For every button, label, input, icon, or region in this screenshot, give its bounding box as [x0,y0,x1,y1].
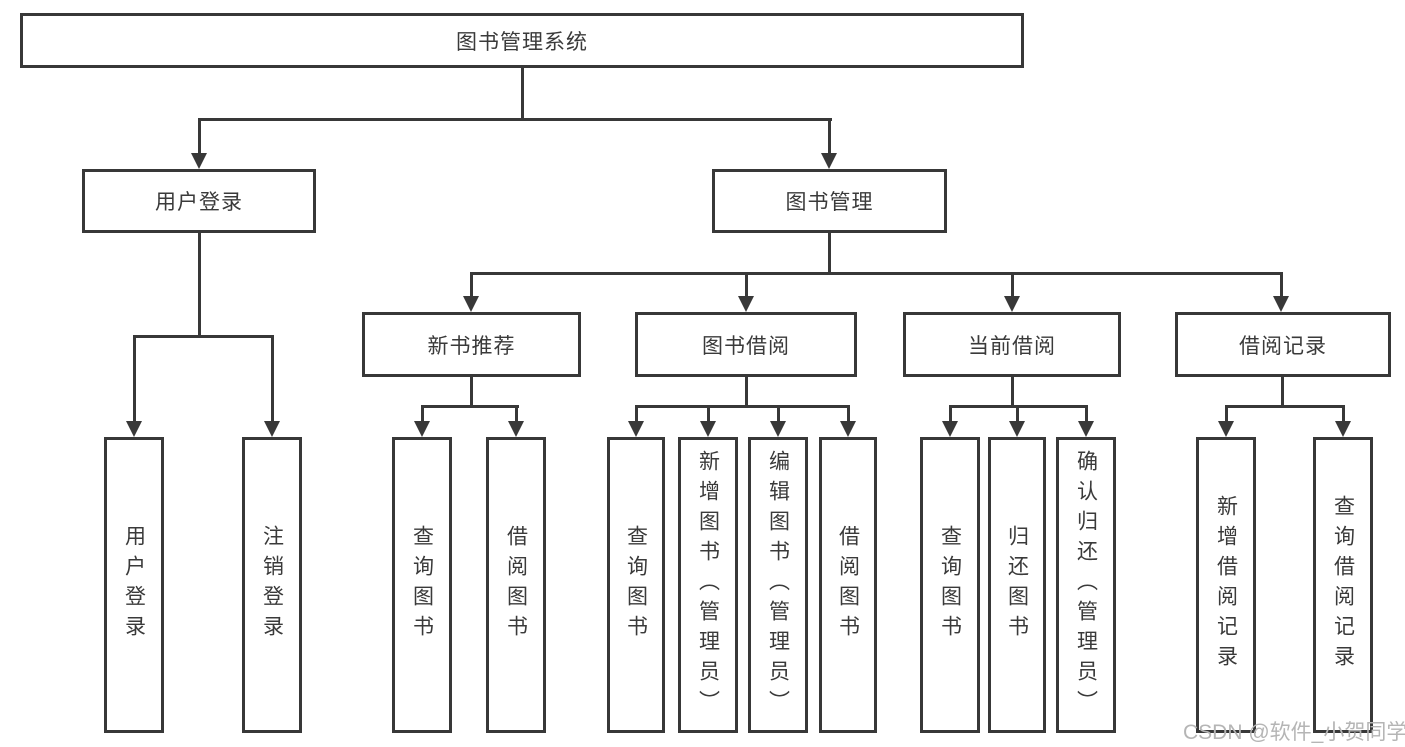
connector-drop-records [1280,272,1283,296]
arrow-down-icon [840,421,856,437]
connector-userlogin-stem [198,233,201,335]
node-label: 图书管理 [785,191,874,214]
leaf-label: 新增图书（管理员） [696,450,720,720]
connector-drop-leaf [707,405,710,421]
arrow-down-icon [191,153,207,169]
node-book-borrowing: 图书借阅 [635,312,857,377]
node-label: 当前借阅 [968,334,1056,358]
leaf-query-books-recommend: 查询图书 [392,437,452,733]
arrow-down-icon [770,421,786,437]
node-new-book-recommend: 新书推荐 [362,312,581,377]
connector-drop-leaf [1342,405,1345,421]
leaf-confirm-return-admin: 确认归还（管理员） [1056,437,1116,733]
connector-userlogin-bar [133,335,274,338]
connector-root-bar [198,118,832,121]
arrow-down-icon [264,421,280,437]
connector-records-bar [1225,405,1345,408]
connector-root-stem [521,68,524,118]
node-label: 借阅记录 [1239,334,1327,358]
node-label: 新书推荐 [427,334,516,358]
connector-bookmgmt-bar [470,272,1283,275]
arrow-down-icon [821,153,837,169]
connector-drop-leaf [1225,405,1228,421]
connector-drop-leaf [777,405,780,421]
node-user-login: 用户登录 [82,169,316,233]
leaf-return-books: 归还图书 [988,437,1046,733]
connector-drop-leaf [271,335,274,421]
arrow-down-icon [414,421,430,437]
connector-drop-newrec [470,272,473,296]
node-book-management: 图书管理 [712,169,947,233]
arrow-down-icon [1009,421,1025,437]
connector-drop-bookmgmt [828,118,831,153]
arrow-down-icon [1335,421,1351,437]
connector-newrec-stem [470,377,473,405]
connector-drop-leaf [949,405,952,421]
leaf-label: 用户登录 [122,525,146,645]
leaf-label: 新增借阅记录 [1214,495,1238,675]
leaf-edit-book-admin: 编辑图书（管理员） [748,437,808,733]
connector-bookmgmt-stem [828,233,831,272]
leaf-label: 查询借阅记录 [1331,495,1355,675]
node-library-management-system: 图书管理系统 [20,13,1024,68]
arrow-down-icon [628,421,644,437]
connector-newrec-bar [421,405,519,408]
arrow-down-icon [942,421,958,437]
arrow-down-icon [1004,296,1020,312]
leaf-query-borrow-record: 查询借阅记录 [1313,437,1373,733]
leaf-label: 确认归还（管理员） [1074,450,1098,720]
arrow-down-icon [1273,296,1289,312]
arrow-down-icon [508,421,524,437]
leaf-query-books-current: 查询图书 [920,437,980,733]
leaf-query-books-borrowing: 查询图书 [607,437,665,733]
connector-drop-current [1011,272,1014,296]
node-label: 图书管理系统 [456,30,588,54]
connector-current-stem [1011,377,1014,405]
node-label: 用户登录 [155,191,243,214]
arrow-down-icon [700,421,716,437]
leaf-user-login: 用户登录 [104,437,164,733]
leaf-label: 查询图书 [410,525,434,645]
watermark: CSDN @软件_小贺同学 [1183,721,1405,744]
connector-drop-leaf [133,335,136,421]
connector-drop-leaf [1085,405,1088,421]
connector-drop-leaf [421,405,424,421]
connector-borrow-bar [635,405,850,408]
connector-drop-leaf [515,405,518,421]
arrow-down-icon [463,296,479,312]
arrow-down-icon [1218,421,1234,437]
leaf-label: 查询图书 [938,525,962,645]
leaf-label: 注销登录 [260,525,284,645]
connector-borrow-stem [745,377,748,405]
leaf-label: 借阅图书 [504,525,528,645]
arrow-down-icon [738,296,754,312]
leaf-label: 归还图书 [1005,525,1029,645]
connector-drop-leaf [847,405,850,421]
leaf-label: 编辑图书（管理员） [766,450,790,720]
leaf-label: 借阅图书 [836,525,860,645]
connector-drop-leaf [1016,405,1019,421]
connector-drop-leaf [635,405,638,421]
connector-drop-user [198,118,201,153]
connector-drop-borrow [745,272,748,296]
node-borrowing-records: 借阅记录 [1175,312,1391,377]
leaf-label: 查询图书 [624,525,648,645]
leaf-add-borrow-record: 新增借阅记录 [1196,437,1256,733]
arrow-down-icon [1078,421,1094,437]
leaf-borrow-books-recommend: 借阅图书 [486,437,546,733]
leaf-logout: 注销登录 [242,437,302,733]
node-label: 图书借阅 [702,334,790,358]
arrow-down-icon [126,421,142,437]
connector-records-stem [1281,377,1284,405]
node-current-borrowing: 当前借阅 [903,312,1121,377]
leaf-borrow-books-borrowing: 借阅图书 [819,437,877,733]
leaf-add-book-admin: 新增图书（管理员） [678,437,738,733]
